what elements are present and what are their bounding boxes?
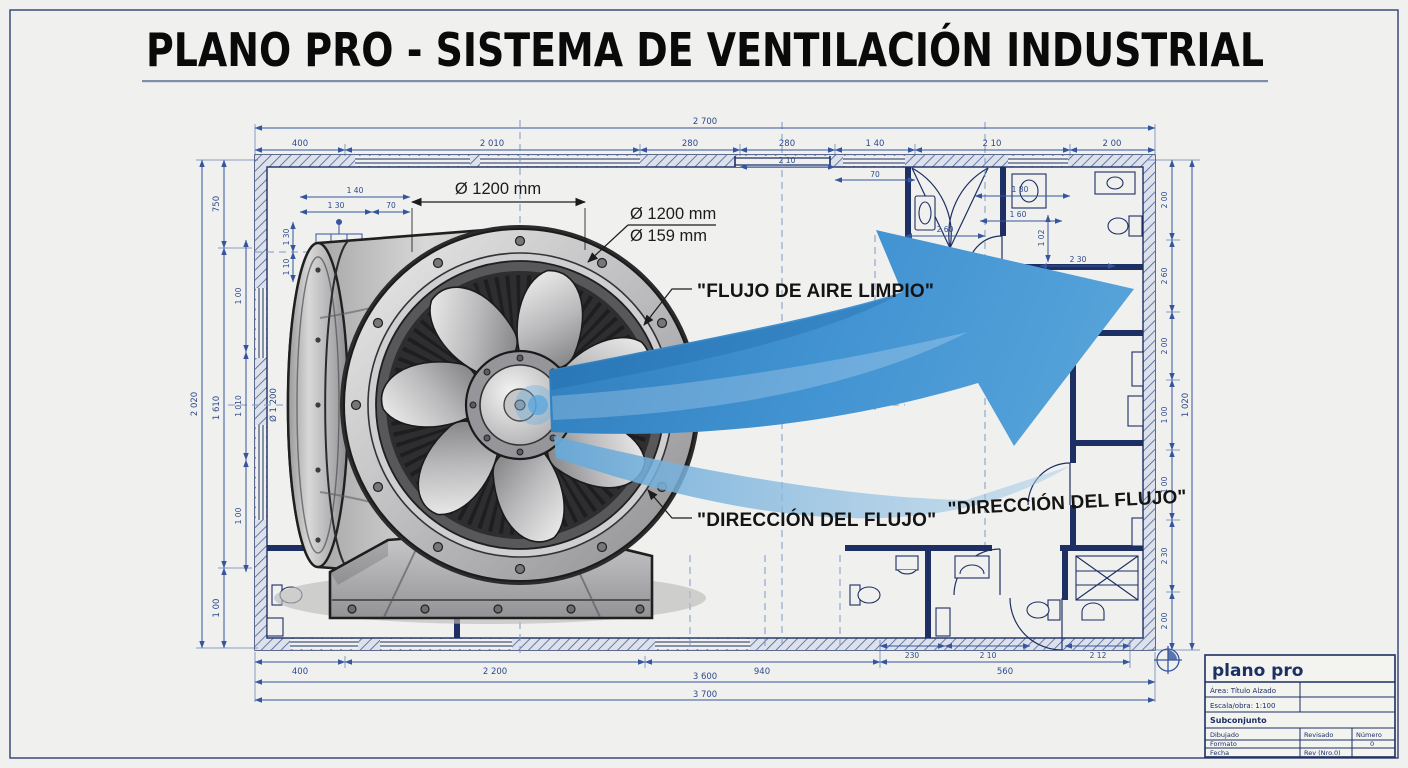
svg-text:2 12: 2 12 <box>1090 651 1107 660</box>
svg-text:2 10: 2 10 <box>779 156 796 165</box>
title-block-r6c1: Formato <box>1210 740 1237 748</box>
title-block-col1: Dibujado <box>1210 731 1239 739</box>
svg-text:2 10: 2 10 <box>980 651 997 660</box>
svg-text:2 30: 2 30 <box>1160 547 1169 564</box>
page-title: PLANO PRO - SISTEMA DE VENTILACIÓN INDUS… <box>146 23 1264 77</box>
svg-text:280: 280 <box>682 139 698 149</box>
airflow <box>515 230 1134 519</box>
svg-text:1 60: 1 60 <box>1010 210 1027 219</box>
svg-text:2 00: 2 00 <box>1160 191 1169 208</box>
svg-text:Ø 1 200: Ø 1 200 <box>268 388 279 422</box>
dim-top-overall: 2 700 <box>254 117 1156 131</box>
title-underline <box>142 80 1268 83</box>
title-block: plano pro Área: Título Alzado Escala/obr… <box>1204 654 1396 758</box>
svg-text:400: 400 <box>292 139 308 149</box>
svg-text:1 10: 1 10 <box>282 258 291 275</box>
svg-text:2 00: 2 00 <box>1103 139 1122 149</box>
window-openings <box>256 156 1068 649</box>
svg-text:1 02: 1 02 <box>1037 229 1046 246</box>
svg-text:940: 940 <box>754 667 770 677</box>
flow-stream-lower <box>554 436 1070 519</box>
title-block-escala: Escala/obra: 1:100 <box>1210 702 1275 710</box>
title-block-sub: Subconjunto <box>1210 716 1267 725</box>
svg-text:560: 560 <box>997 667 1013 677</box>
svg-text:1 610: 1 610 <box>212 396 222 420</box>
svg-text:2 020: 2 020 <box>190 392 200 416</box>
title-block-r6c3: 0 <box>1370 740 1374 748</box>
fan-diameter-label: Ø 1200 mm <box>455 180 541 198</box>
svg-text:2 30: 2 30 <box>1070 255 1087 264</box>
svg-text:70: 70 <box>870 170 880 179</box>
fan-diameter-dim: Ø 1200 mm <box>410 180 587 252</box>
fan-hub <box>464 349 576 461</box>
svg-text:1 30: 1 30 <box>328 201 345 210</box>
svg-text:1 40: 1 40 <box>347 186 364 195</box>
svg-text:1 00: 1 00 <box>212 599 222 618</box>
flow-dir-left-label: "DIRECCIÓN DEL FLUJO" <box>697 509 936 531</box>
svg-text:1 00: 1 00 <box>234 287 243 304</box>
svg-text:1 30: 1 30 <box>282 228 291 245</box>
svg-text:1 40: 1 40 <box>866 139 885 149</box>
svg-text:2 60: 2 60 <box>1160 267 1169 284</box>
svg-text:2 60: 2 60 <box>937 225 954 234</box>
fan-front <box>340 225 700 585</box>
dim-right-chain: 2 00 2 60 2 00 1 00 1 00 2 30 2 00 1 020 <box>1148 159 1200 651</box>
clean-air-label-group: "FLUJO DE AIRE LIMPIO" <box>643 281 934 326</box>
title-block-area: Área: Título Alzado <box>1210 686 1276 695</box>
svg-text:1 80: 1 80 <box>1012 185 1029 194</box>
svg-text:3 700: 3 700 <box>693 690 717 700</box>
svg-text:2 00: 2 00 <box>1160 337 1169 354</box>
north-symbol-icon <box>1154 646 1182 674</box>
svg-text:1 010: 1 010 <box>234 395 243 417</box>
svg-text:3 600: 3 600 <box>693 672 717 682</box>
flow-shade-band <box>550 294 900 390</box>
leader-dim-1: Ø 1200 mm <box>630 205 716 223</box>
svg-text:1 00: 1 00 <box>234 507 243 524</box>
sheet-border <box>9 9 1399 759</box>
svg-text:2 10: 2 10 <box>983 139 1002 149</box>
svg-text:1 00: 1 00 <box>1160 406 1169 423</box>
title-block-r7c2: Rev (Nro.0) <box>1304 749 1341 757</box>
svg-text:280: 280 <box>779 139 795 149</box>
svg-text:1 020: 1 020 <box>1181 393 1191 417</box>
dim-top-chain: 400 2 010 280 280 1 40 2 10 2 00 2 10 70 <box>254 124 1156 183</box>
title-group: PLANO PRO - SISTEMA DE VENTILACIÓN INDUS… <box>142 23 1268 83</box>
clean-air-label: "FLUJO DE AIRE LIMPIO" <box>697 281 934 302</box>
fan-assembly <box>274 225 706 624</box>
leader-diameters: Ø 1200 mm Ø 159 mm <box>587 205 716 263</box>
svg-text:1 00: 1 00 <box>1160 476 1169 493</box>
flow-highlight-band <box>552 332 968 420</box>
svg-text:2 010: 2 010 <box>480 139 504 149</box>
svg-text:230: 230 <box>905 651 920 660</box>
dim-equipment: 1 40 1 30 70 1 30 1 10 <box>282 186 411 283</box>
flow-arrow-main <box>549 230 1134 446</box>
flow-dir-left-group: "DIRECCIÓN DEL FLUJO" <box>647 489 936 531</box>
dim-bottom-chain: 230 2 10 2 12 400 2 200 940 560 3 600 3 … <box>254 640 1156 703</box>
title-block-name: plano pro <box>1212 661 1303 681</box>
svg-text:70: 70 <box>386 201 396 210</box>
svg-text:750: 750 <box>212 196 222 212</box>
leader-dim-2: Ø 159 mm <box>630 227 707 245</box>
title-block-col2: Revisado <box>1304 731 1333 739</box>
svg-text:2 700: 2 700 <box>693 117 717 127</box>
title-block-col3: Número <box>1356 731 1382 739</box>
svg-text:400: 400 <box>292 667 308 677</box>
svg-text:2 200: 2 200 <box>483 667 507 677</box>
dimensions: 2 700 400 2 010 280 280 1 40 2 10 2 00 <box>190 117 1200 703</box>
title-block-r7c1: Fecha <box>1210 749 1229 757</box>
dim-left-chain: 2 020 750 1 610 1 00 1 00 1 010 1 00 Ø 1… <box>190 159 279 649</box>
svg-text:2 00: 2 00 <box>1160 612 1169 629</box>
